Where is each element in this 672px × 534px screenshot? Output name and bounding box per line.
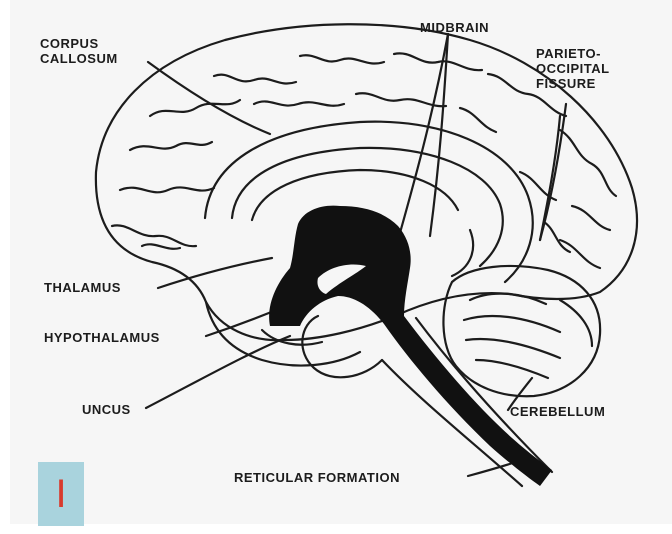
label-reticular-formation: RETICULAR FORMATION <box>234 470 400 485</box>
leader-thalamus <box>158 258 272 288</box>
leader-uncus <box>146 336 290 408</box>
label-cerebellum: CEREBELLUM <box>510 404 605 419</box>
label-uncus: UNCUS <box>82 402 131 417</box>
panel-letter: I <box>38 472 84 517</box>
panel-letter-badge: I <box>38 462 84 526</box>
label-thalamus: THALAMUS <box>44 280 121 295</box>
leader-corpus-callosum <box>148 62 270 134</box>
label-midbrain: MIDBRAIN <box>420 20 489 35</box>
label-parieto-occipital-fissure: PARIETO- OCCIPITAL FISSURE <box>536 46 610 91</box>
reticular-formation <box>269 206 552 486</box>
cerebellum-outline <box>443 266 600 396</box>
label-hypothalamus: HYPOTHALAMUS <box>44 330 160 345</box>
label-corpus-callosum: CORPUS CALLOSUM <box>40 36 118 66</box>
